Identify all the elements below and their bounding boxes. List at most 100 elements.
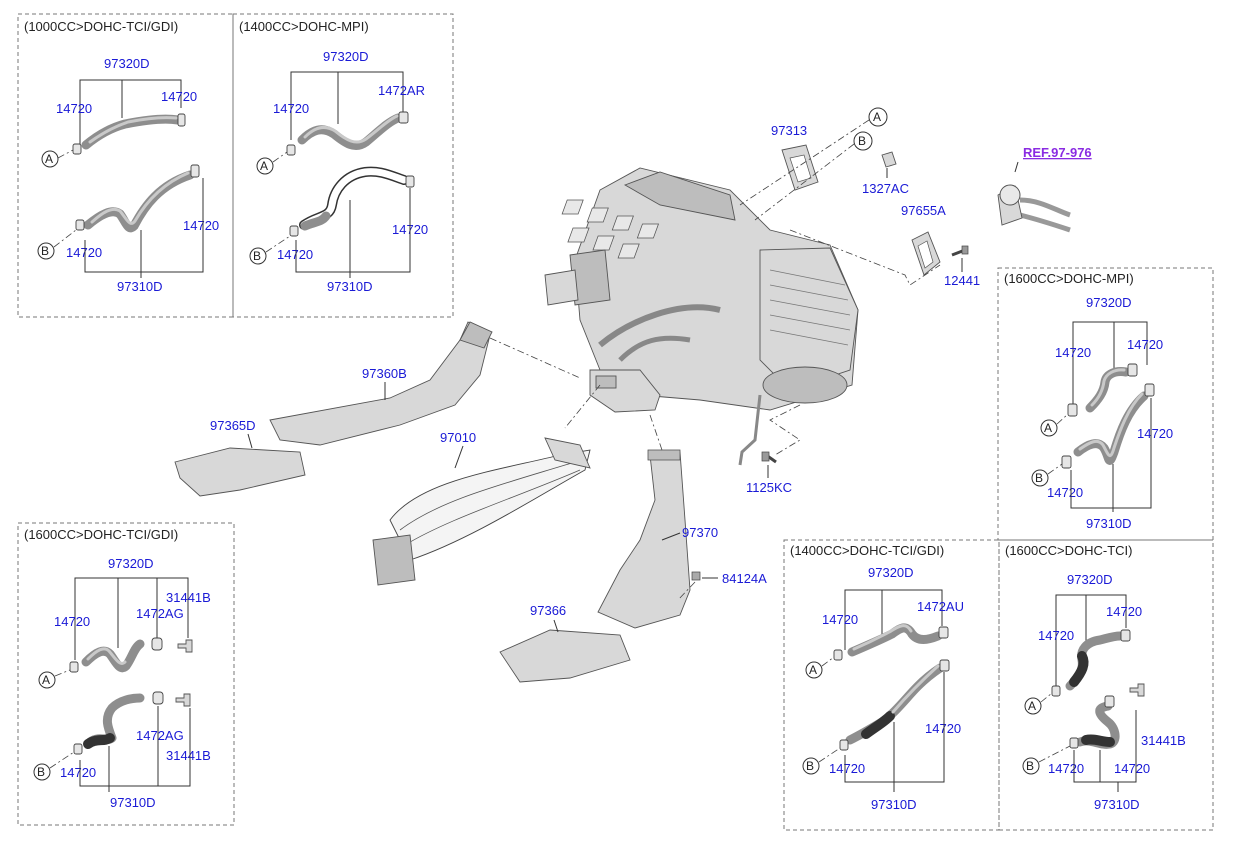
part-label-12441[interactable]: 12441 bbox=[944, 273, 980, 288]
marker-b: B bbox=[253, 249, 261, 263]
part-label-31441b[interactable]: 31441B bbox=[166, 748, 211, 763]
part-label-1472ag[interactable]: 1472AG bbox=[136, 606, 184, 621]
part-label-14720[interactable]: 14720 bbox=[66, 245, 102, 260]
duct-97366 bbox=[499, 629, 631, 683]
part-label-1472au[interactable]: 1472AU bbox=[917, 599, 964, 614]
part-label-97310d[interactable]: 97310D bbox=[110, 795, 156, 810]
part-label-14720[interactable]: 14720 bbox=[1038, 628, 1074, 643]
part-label-84124a[interactable]: 84124A bbox=[722, 571, 767, 586]
box-title: (1600CC>DOHC-TCI/GDI) bbox=[24, 527, 178, 542]
marker-b: B bbox=[806, 759, 814, 773]
box-1600cc-mpi: (1600CC>DOHC-MPI) 97320D 14720 14720 A B… bbox=[997, 267, 1214, 541]
part-label-97010[interactable]: 97010 bbox=[440, 430, 476, 445]
upper-hose bbox=[833, 623, 949, 661]
part-label-97310d[interactable]: 97310D bbox=[1094, 797, 1140, 812]
nut-84124a bbox=[691, 571, 701, 581]
part-label-1472ag[interactable]: 1472AG bbox=[136, 728, 184, 743]
part-label-97366[interactable]: 97366 bbox=[530, 603, 566, 618]
part-label-97320d[interactable]: 97320D bbox=[104, 56, 150, 71]
box-title: (1400CC>DOHC-MPI) bbox=[239, 19, 369, 34]
box-title: (1600CC>DOHC-MPI) bbox=[1004, 271, 1134, 286]
part-label-97310d[interactable]: 97310D bbox=[327, 279, 373, 294]
box-1600cc-tci-gdi: (1600CC>DOHC-TCI/GDI) 97320D 14720 1472A… bbox=[17, 522, 235, 826]
marker-b: B bbox=[37, 765, 45, 779]
part-label-97310d[interactable]: 97310D bbox=[871, 797, 917, 812]
lower-hose bbox=[289, 166, 415, 237]
box-title: (1000CC>DOHC-TCI/GDI) bbox=[24, 19, 178, 34]
upper-hose bbox=[69, 637, 193, 673]
part-label-1125kc[interactable]: 1125KC bbox=[746, 480, 792, 495]
part-label-14720[interactable]: 14720 bbox=[1055, 345, 1091, 360]
part-label-97360b[interactable]: 97360B bbox=[362, 366, 407, 381]
part-label-31441b[interactable]: 31441B bbox=[1141, 733, 1186, 748]
part-label-14720[interactable]: 14720 bbox=[183, 218, 219, 233]
part-label-14720[interactable]: 14720 bbox=[1047, 485, 1083, 500]
duct-97365d bbox=[174, 447, 306, 497]
marker-a: A bbox=[809, 663, 817, 677]
part-label-14720[interactable]: 14720 bbox=[829, 761, 865, 776]
part-label-97310d[interactable]: 97310D bbox=[117, 279, 163, 294]
part-label-14720[interactable]: 14720 bbox=[925, 721, 961, 736]
box-title: (1600CC>DOHC-TCI) bbox=[1005, 543, 1133, 558]
seal-97313 bbox=[781, 144, 819, 191]
part-label-31441b[interactable]: 31441B bbox=[166, 590, 211, 605]
valve-ref-97-976 bbox=[997, 184, 1071, 233]
screw-1125kc bbox=[761, 451, 777, 464]
marker-b: B bbox=[1035, 471, 1043, 485]
part-label-14720[interactable]: 14720 bbox=[56, 101, 92, 116]
part-label-97655a[interactable]: 97655A bbox=[901, 203, 946, 218]
part-label-97310d[interactable]: 97310D bbox=[1086, 516, 1132, 531]
duct-97360b bbox=[269, 321, 493, 446]
lower-hose bbox=[1061, 383, 1155, 469]
part-label-97320d[interactable]: 97320D bbox=[108, 556, 154, 571]
marker-a: A bbox=[260, 159, 268, 173]
lower-hose bbox=[1069, 683, 1145, 749]
part-label-97365d[interactable]: 97365D bbox=[210, 418, 256, 433]
box-title: (1400CC>DOHC-TCI/GDI) bbox=[790, 543, 944, 558]
lower-hose bbox=[73, 691, 191, 755]
part-label-97370[interactable]: 97370 bbox=[682, 525, 718, 540]
part-label-14720[interactable]: 14720 bbox=[54, 614, 90, 629]
lower-hose bbox=[839, 659, 950, 751]
part-label-14720[interactable]: 14720 bbox=[60, 765, 96, 780]
part-label-14720[interactable]: 14720 bbox=[1137, 426, 1173, 441]
upper-hose bbox=[72, 113, 186, 155]
part-label-97320d[interactable]: 97320D bbox=[1067, 572, 1113, 587]
marker-a: A bbox=[42, 673, 50, 687]
part-label-97320d[interactable]: 97320D bbox=[868, 565, 914, 580]
part-label-14720[interactable]: 14720 bbox=[1106, 604, 1142, 619]
marker-a: A bbox=[873, 110, 881, 124]
seal-97655a bbox=[911, 231, 941, 276]
part-label-97320d[interactable]: 97320D bbox=[1086, 295, 1132, 310]
part-label-97313[interactable]: 97313 bbox=[771, 123, 807, 138]
box-1600cc-tci: (1600CC>DOHC-TCI) 97320D 14720 14720 A B… bbox=[998, 539, 1214, 831]
marker-b: B bbox=[41, 244, 49, 258]
marker-a: A bbox=[45, 152, 53, 166]
part-label-14720[interactable]: 14720 bbox=[1114, 761, 1150, 776]
box-1400cc-mpi: (1400CC>DOHC-MPI) 97320D 14720 1472AR A … bbox=[232, 13, 454, 318]
part-label-14720[interactable]: 14720 bbox=[1127, 337, 1163, 352]
upper-hose bbox=[286, 111, 409, 156]
heater-unit-assembly bbox=[544, 167, 859, 466]
duct-97370 bbox=[597, 449, 691, 629]
duct-97010 bbox=[372, 437, 591, 586]
part-label-14720[interactable]: 14720 bbox=[273, 101, 309, 116]
lower-hose bbox=[75, 164, 200, 233]
box-1000cc-tci-gdi: (1000CC>DOHC-TCI/GDI) 97320D 14720 14720… bbox=[17, 13, 234, 318]
marker-b: B bbox=[1026, 759, 1034, 773]
upper-hose bbox=[1051, 629, 1131, 697]
marker-a: A bbox=[1044, 421, 1052, 435]
part-label-14720[interactable]: 14720 bbox=[1048, 761, 1084, 776]
screw-12441 bbox=[951, 245, 969, 257]
grommet-1327ac bbox=[881, 151, 897, 168]
reference-link[interactable]: REF.97-976 bbox=[1023, 145, 1092, 160]
part-label-14720[interactable]: 14720 bbox=[822, 612, 858, 627]
part-label-1327ac[interactable]: 1327AC bbox=[862, 181, 909, 196]
box-1400cc-tci-gdi: (1400CC>DOHC-TCI/GDI) 97320D 14720 1472A… bbox=[783, 539, 1000, 831]
part-label-14720[interactable]: 14720 bbox=[277, 247, 313, 262]
part-label-1472ar[interactable]: 1472AR bbox=[378, 83, 425, 98]
part-label-97320d[interactable]: 97320D bbox=[323, 49, 369, 64]
part-label-14720[interactable]: 14720 bbox=[161, 89, 197, 104]
marker-b: B bbox=[858, 134, 866, 148]
